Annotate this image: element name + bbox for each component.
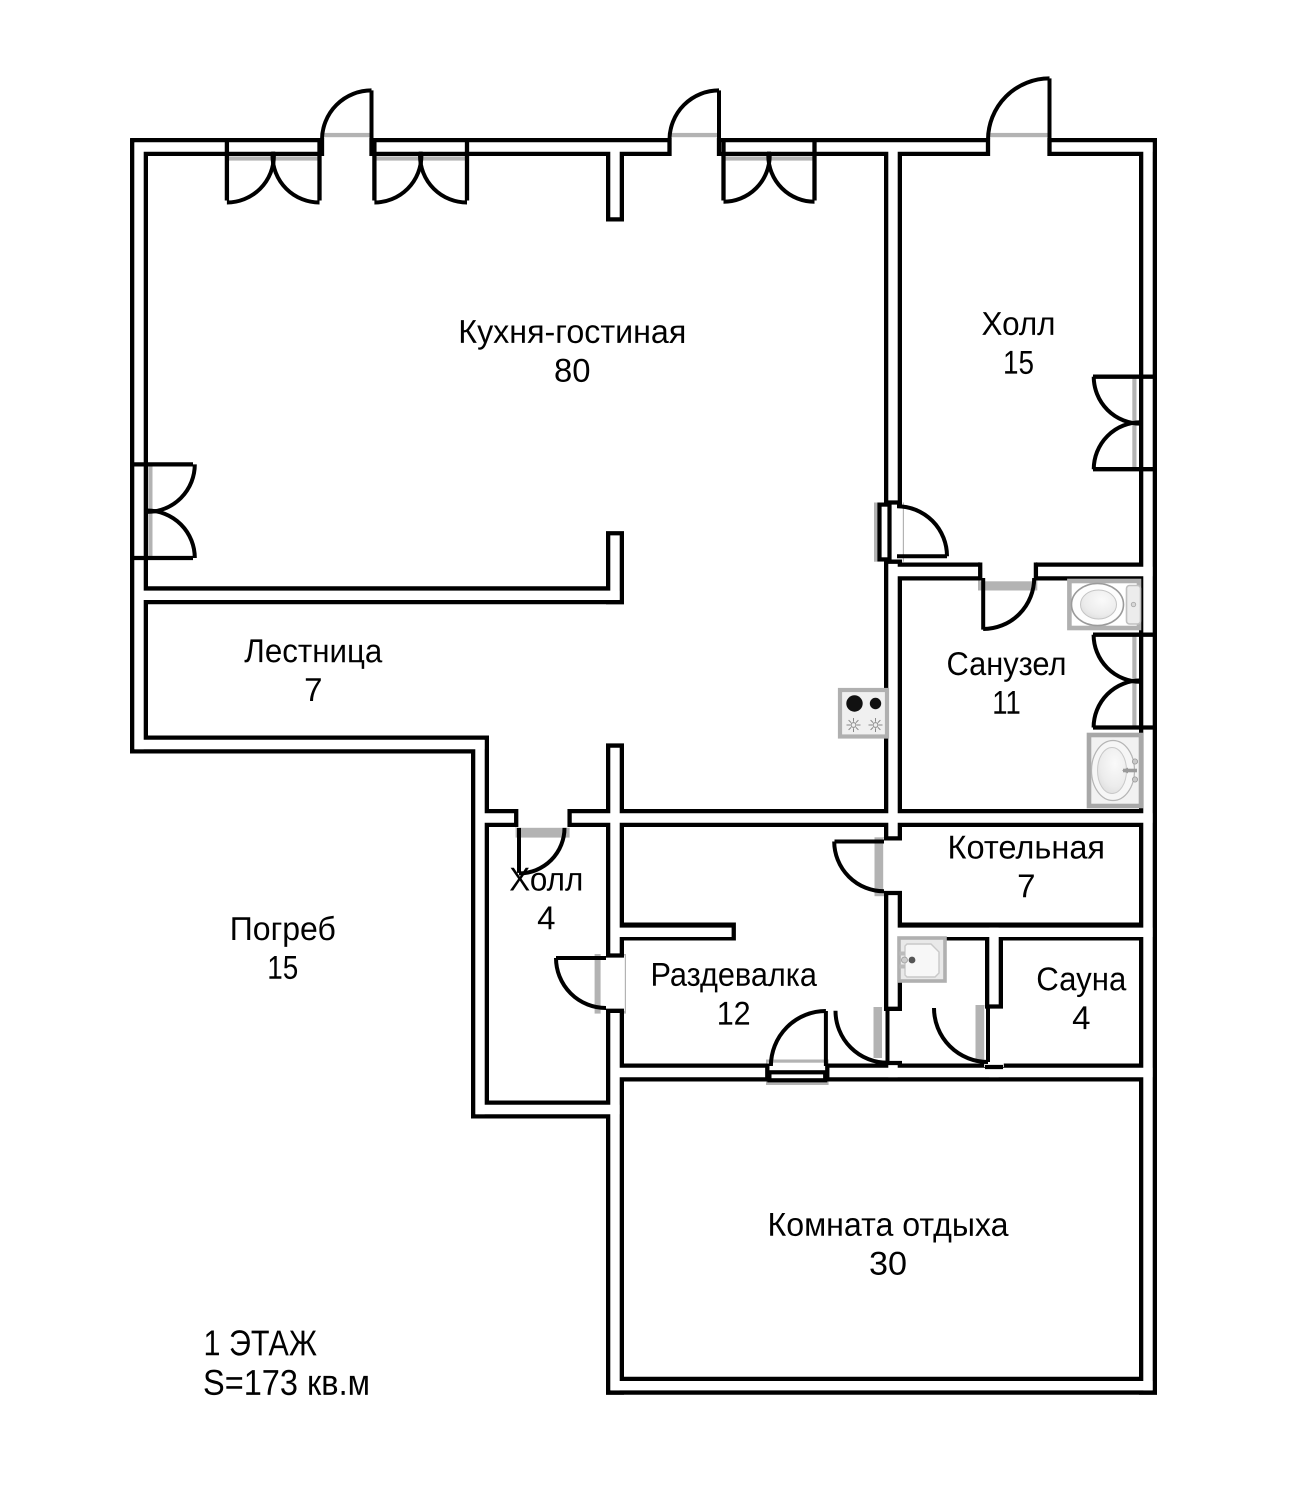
svg-text:Погреб: Погреб <box>230 910 336 947</box>
svg-text:Котельная: Котельная <box>948 828 1106 865</box>
svg-text:15: 15 <box>267 949 298 986</box>
svg-text:30: 30 <box>869 1245 907 1282</box>
svg-text:1 ЭТАЖ: 1 ЭТАЖ <box>203 1322 317 1363</box>
svg-text:7: 7 <box>304 671 322 708</box>
svg-text:Санузел: Санузел <box>946 645 1066 682</box>
svg-text:4: 4 <box>537 899 555 936</box>
svg-text:15: 15 <box>1003 344 1034 381</box>
svg-text:Холл: Холл <box>509 860 583 897</box>
svg-text:80: 80 <box>554 352 591 389</box>
svg-text:Комната отдыха: Комната отдыха <box>767 1206 1009 1243</box>
svg-text:Лестница: Лестница <box>244 632 383 669</box>
svg-text:4: 4 <box>1072 999 1090 1036</box>
svg-text:11: 11 <box>992 684 1021 721</box>
svg-text:Сауна: Сауна <box>1036 960 1127 997</box>
svg-text:Холл: Холл <box>981 305 1055 342</box>
svg-text:7: 7 <box>1017 867 1035 904</box>
svg-text:Раздевалка: Раздевалка <box>650 956 817 993</box>
svg-text:12: 12 <box>717 995 751 1032</box>
svg-text:Кухня-гостиная: Кухня-гостиная <box>458 313 686 350</box>
svg-text:S=173 кв.м: S=173 кв.м <box>203 1362 370 1403</box>
